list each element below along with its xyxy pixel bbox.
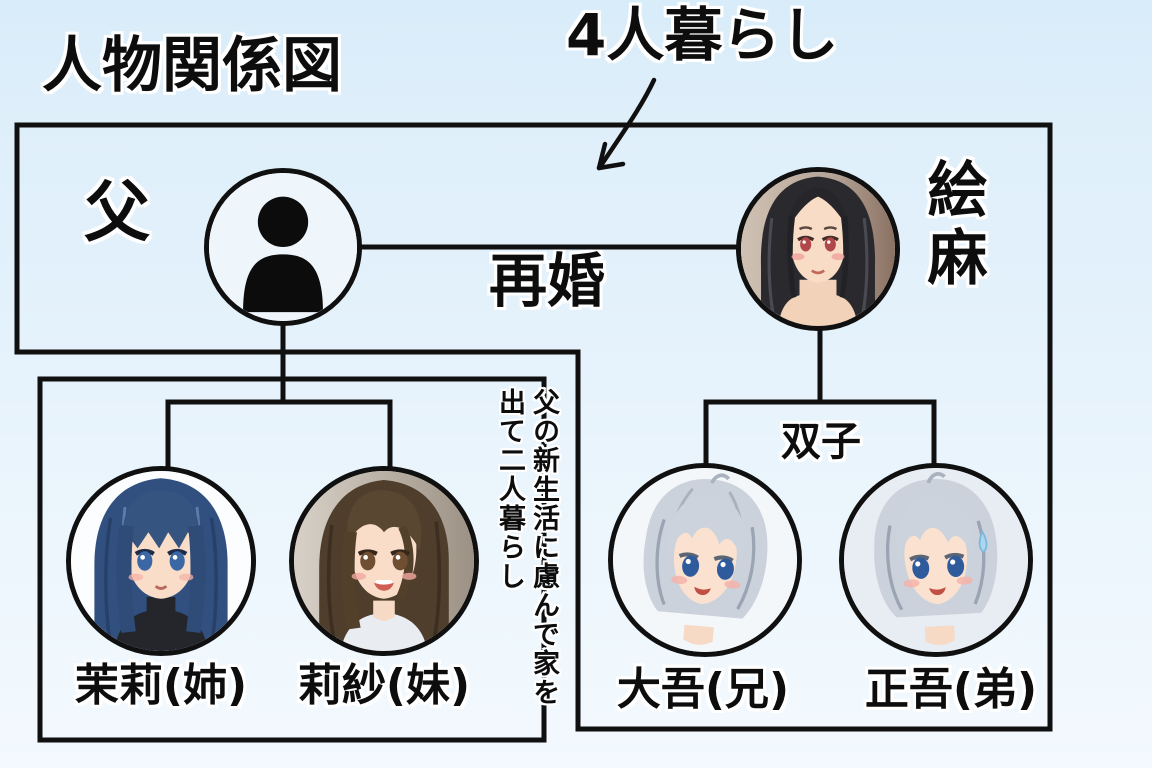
shogo-portrait-icon bbox=[844, 468, 1028, 652]
daughters-note-column-2: 出て二人暮らし bbox=[494, 388, 525, 591]
household-arrow-icon bbox=[596, 77, 657, 171]
page-title: 人物関係図 bbox=[42, 31, 342, 101]
matsuri-portrait bbox=[66, 466, 256, 656]
ema-portrait bbox=[736, 167, 900, 331]
daughters-note-column-1: 父の新生活に慮んで家を bbox=[528, 388, 559, 707]
father-label: 父 bbox=[84, 174, 150, 251]
risa-portrait-icon bbox=[294, 471, 474, 651]
mother-name-label: 絵麻 bbox=[917, 158, 987, 294]
ema-portrait-icon bbox=[741, 172, 895, 326]
daughters-box bbox=[37, 376, 547, 743]
person-silhouette-icon bbox=[209, 173, 357, 321]
twins-branch-line bbox=[703, 399, 937, 471]
daughters-note: 父の新生活に慮んで家を 出て二人暮らし bbox=[492, 388, 560, 718]
daughter-label-matsuri: 茉莉(姉) bbox=[74, 660, 248, 711]
daigo-portrait-icon bbox=[613, 468, 797, 652]
matsuri-portrait-icon bbox=[71, 471, 251, 651]
daigo-portrait bbox=[608, 463, 802, 657]
daughters-branch-line bbox=[165, 399, 393, 474]
daughter-label-risa: 莉紗(妹) bbox=[297, 660, 471, 711]
household-note: 4人暮らし bbox=[566, 1, 839, 69]
risa-portrait bbox=[289, 466, 479, 656]
son-label-daigo: 大吾(兄) bbox=[616, 664, 790, 715]
twins-label: 双子 bbox=[781, 419, 861, 465]
father-avatar bbox=[204, 168, 362, 326]
shogo-portrait bbox=[839, 463, 1033, 657]
household-outline-box bbox=[14, 122, 1053, 732]
son-label-shogo: 正吾(弟) bbox=[864, 664, 1038, 715]
marriage-label: 再婚 bbox=[489, 247, 606, 315]
